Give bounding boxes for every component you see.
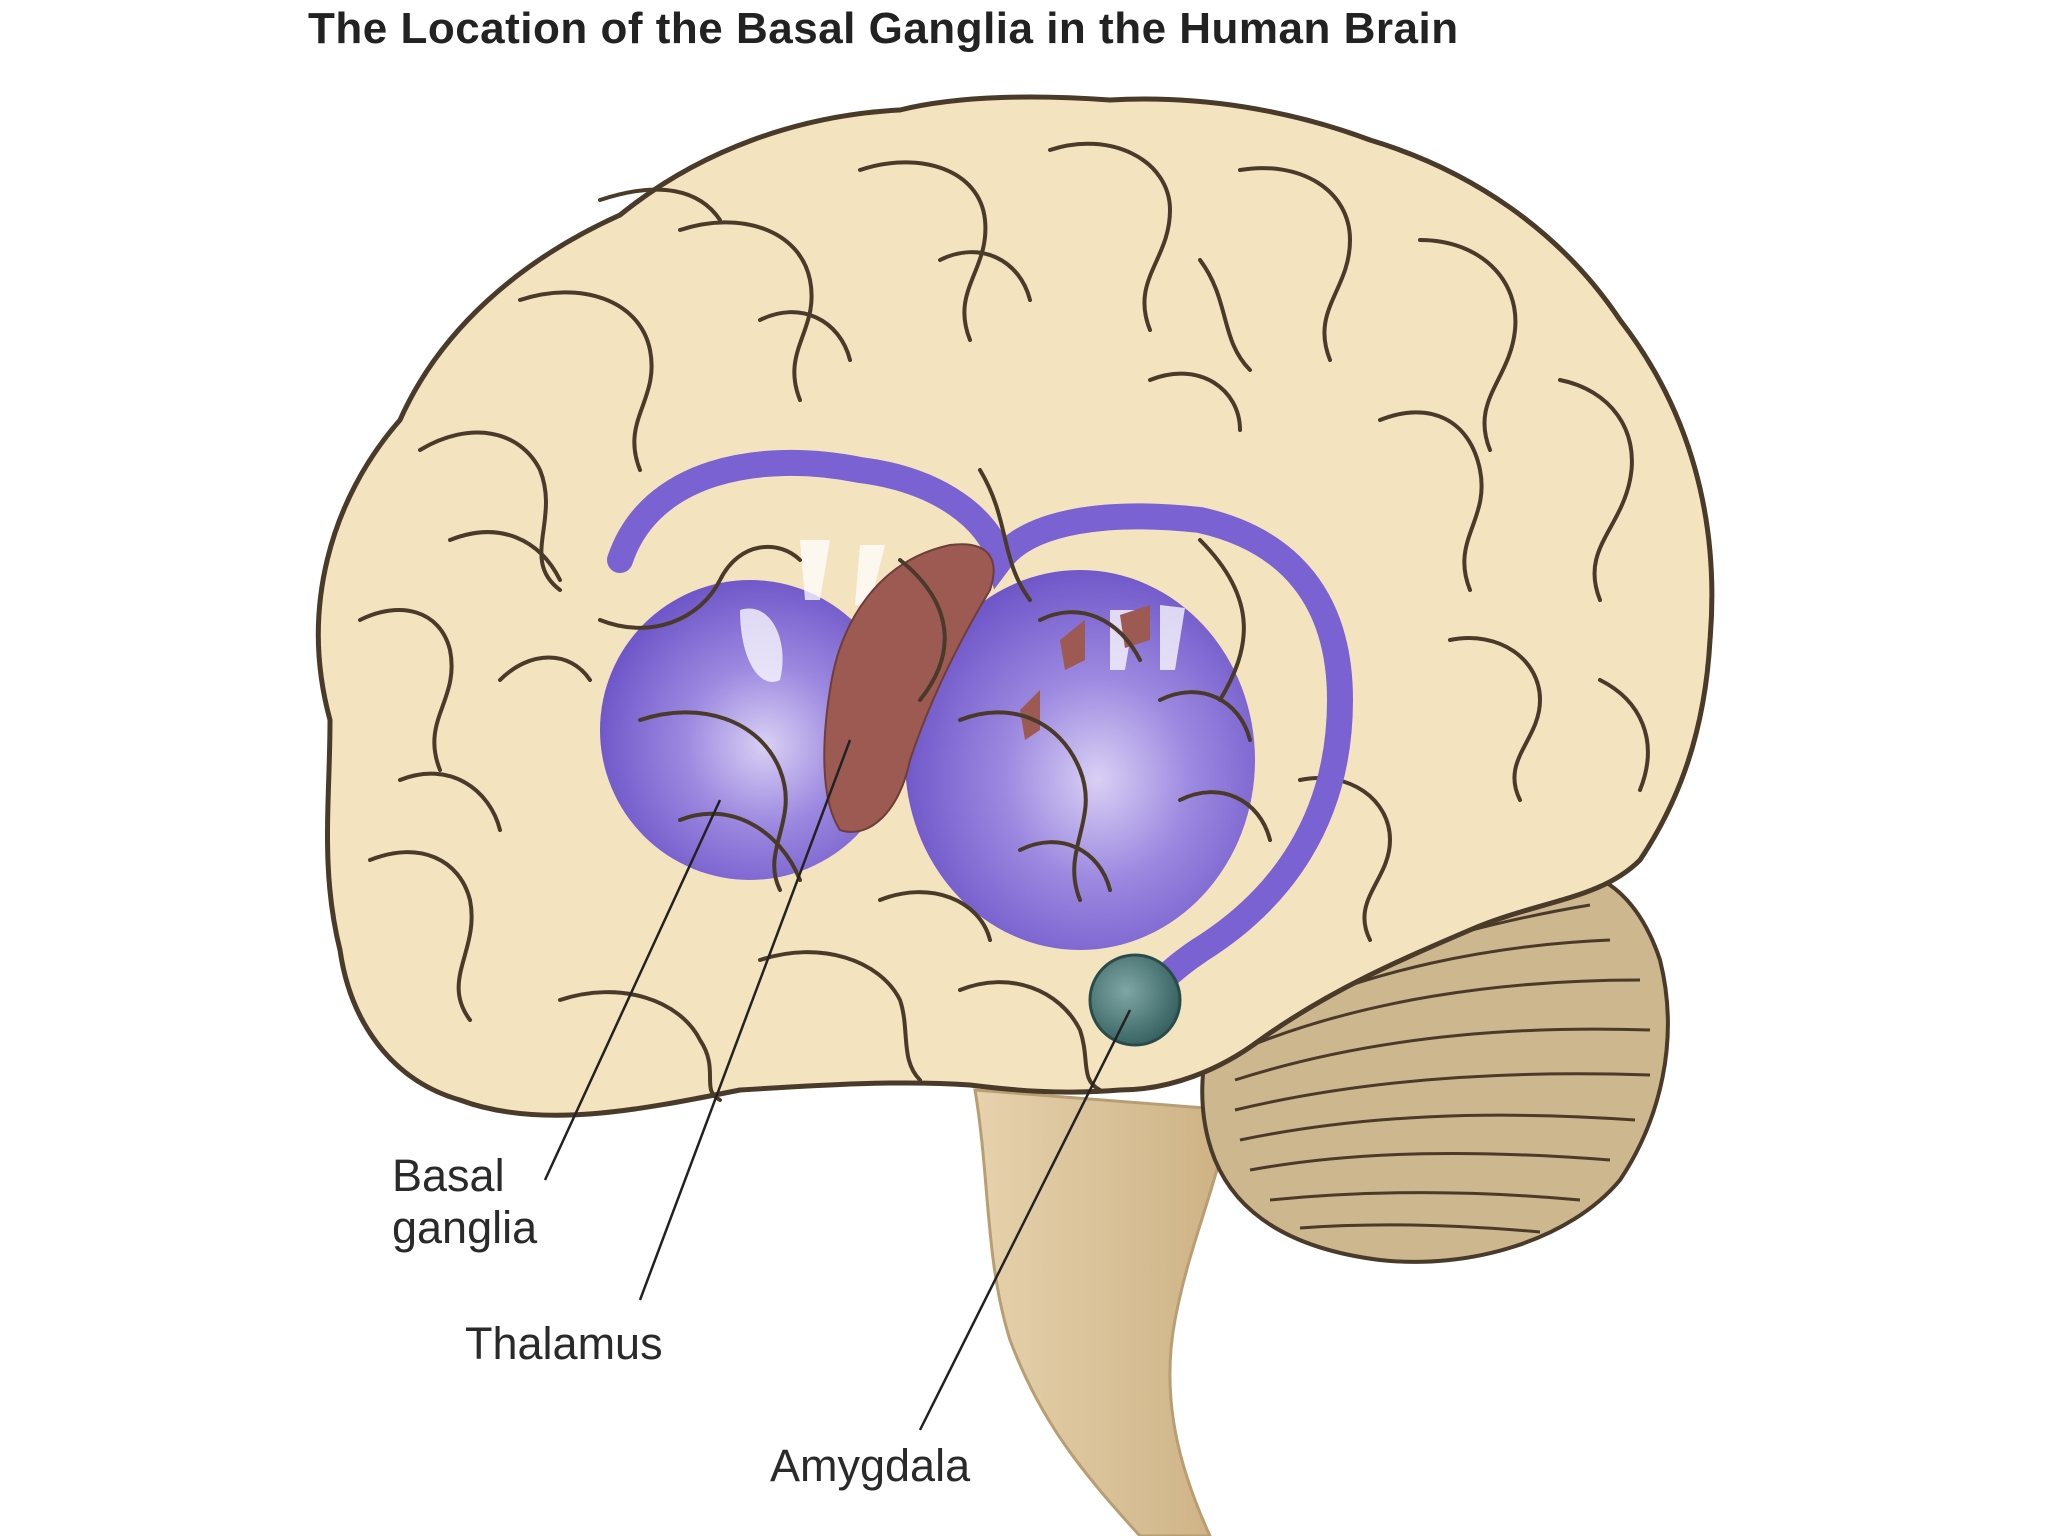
label-basal-line1: Basal <box>392 1150 505 1201</box>
leader-line-amygdala <box>918 1009 1132 1431</box>
cortex-folds-front <box>598 468 1272 942</box>
caudate-tail <box>607 449 1354 1023</box>
leader-lines <box>543 739 1132 1431</box>
brainstem <box>973 1088 1232 1536</box>
label-basal-ganglia: Basal ganglia <box>392 1150 537 1254</box>
leader-line-basal <box>543 799 722 1181</box>
leader-line-thalamus <box>638 739 852 1301</box>
amygdala <box>1088 953 1182 1047</box>
label-basal-line2: ganglia <box>392 1201 538 1253</box>
label-amygdala: Amygdala <box>770 1440 971 1491</box>
thalamus-streaks <box>1020 605 1150 740</box>
label-thalamus: Thalamus <box>465 1318 663 1369</box>
cortex-folds <box>358 141 1650 1102</box>
diagram-title: The Location of the Basal Ganglia in the… <box>308 4 1459 53</box>
